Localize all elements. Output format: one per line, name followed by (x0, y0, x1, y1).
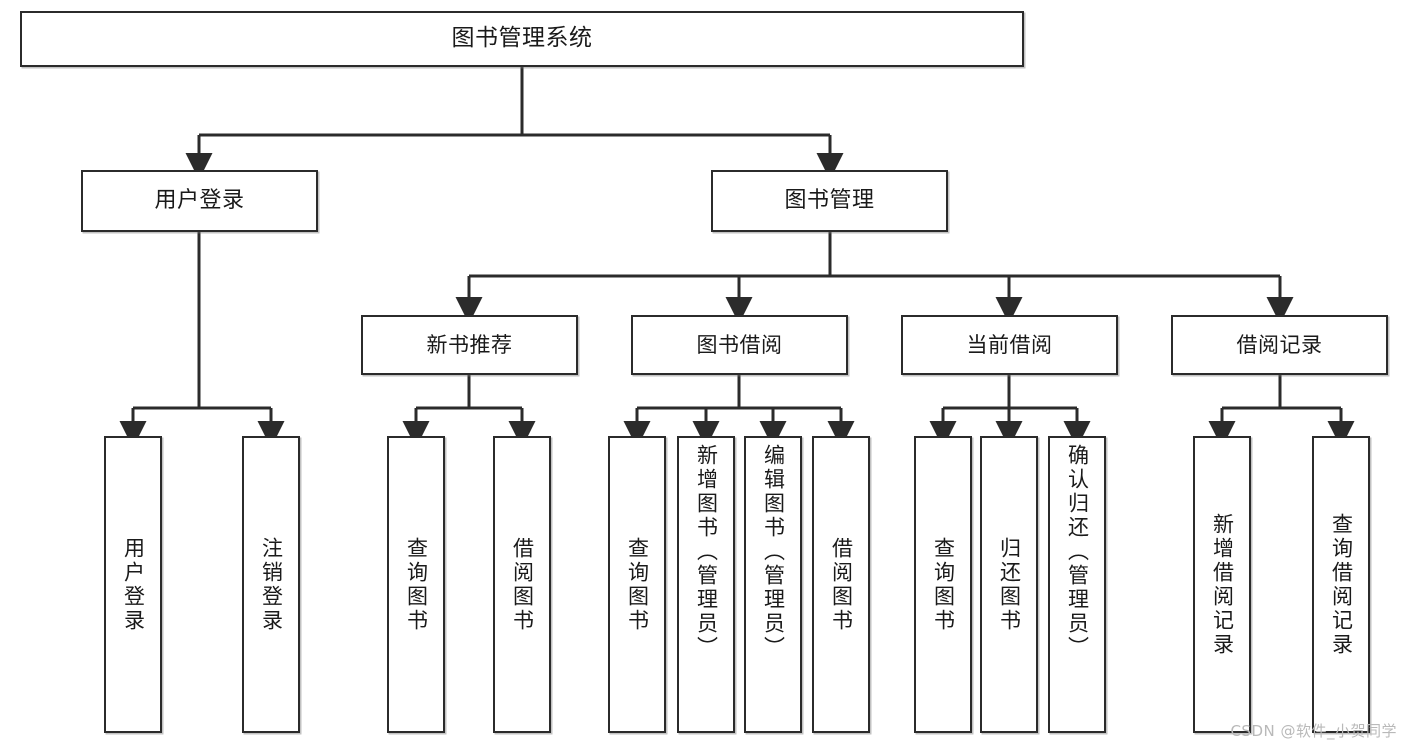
node-label: 借阅图书 (510, 536, 535, 633)
leaf-record-add-record[interactable]: 新增借阅记录 (1193, 436, 1251, 733)
leaf-record-query-record[interactable]: 查询借阅记录 (1312, 436, 1370, 733)
leaf-borrow-borrow-book[interactable]: 借阅图书 (812, 436, 870, 733)
node-label: 借阅图书 (829, 536, 854, 633)
watermark: CSDN @软件_小贺同学 (1230, 722, 1397, 740)
leaf-current-return-book[interactable]: 归还图书 (980, 436, 1038, 733)
node-label: 查询图书 (931, 536, 956, 633)
node-label: 图书借阅 (696, 332, 783, 357)
leaf-borrow-add-book-admin[interactable]: 新增图书（管理员） (677, 436, 735, 733)
node-borrow-record[interactable]: 借阅记录 (1171, 315, 1388, 375)
leaf-current-confirm-return-admin[interactable]: 确认归还（管理员） (1048, 436, 1106, 733)
node-label: 用户登录 (121, 536, 146, 633)
node-label: 新增借阅记录 (1210, 512, 1235, 657)
leaf-borrow-edit-book-admin[interactable]: 编辑图书（管理员） (744, 436, 802, 733)
node-label: 借阅记录 (1236, 332, 1323, 357)
node-label: 新书推荐 (426, 332, 513, 357)
node-current-borrow[interactable]: 当前借阅 (901, 315, 1118, 375)
node-book-borrow[interactable]: 图书借阅 (631, 315, 848, 375)
leaf-borrow-query-book[interactable]: 查询图书 (608, 436, 666, 733)
node-label: 当前借阅 (966, 332, 1053, 357)
node-label: 归还图书 (997, 536, 1022, 633)
node-label: 查询图书 (625, 536, 650, 633)
node-label: 查询图书 (404, 536, 429, 633)
leaf-current-query-book[interactable]: 查询图书 (914, 436, 972, 733)
node-label: 确认归还（管理员） (1065, 444, 1090, 660)
node-label: 图书管理 (784, 188, 875, 214)
node-user-login[interactable]: 用户登录 (81, 170, 318, 232)
node-root-system[interactable]: 图书管理系统 (20, 11, 1024, 67)
node-label: 用户登录 (154, 188, 245, 214)
leaf-newbook-borrow-book[interactable]: 借阅图书 (493, 436, 551, 733)
node-label: 新增图书（管理员） (694, 444, 719, 660)
node-new-book-recommend[interactable]: 新书推荐 (361, 315, 578, 375)
node-label: 注销登录 (259, 536, 284, 633)
leaf-newbook-query-book[interactable]: 查询图书 (387, 436, 445, 733)
node-book-management[interactable]: 图书管理 (711, 170, 948, 232)
node-label: 编辑图书（管理员） (761, 444, 786, 660)
leaf-user-logout[interactable]: 注销登录 (242, 436, 300, 733)
node-label: 图书管理系统 (451, 25, 593, 52)
node-label: 查询借阅记录 (1329, 512, 1354, 657)
leaf-user-login[interactable]: 用户登录 (104, 436, 162, 733)
